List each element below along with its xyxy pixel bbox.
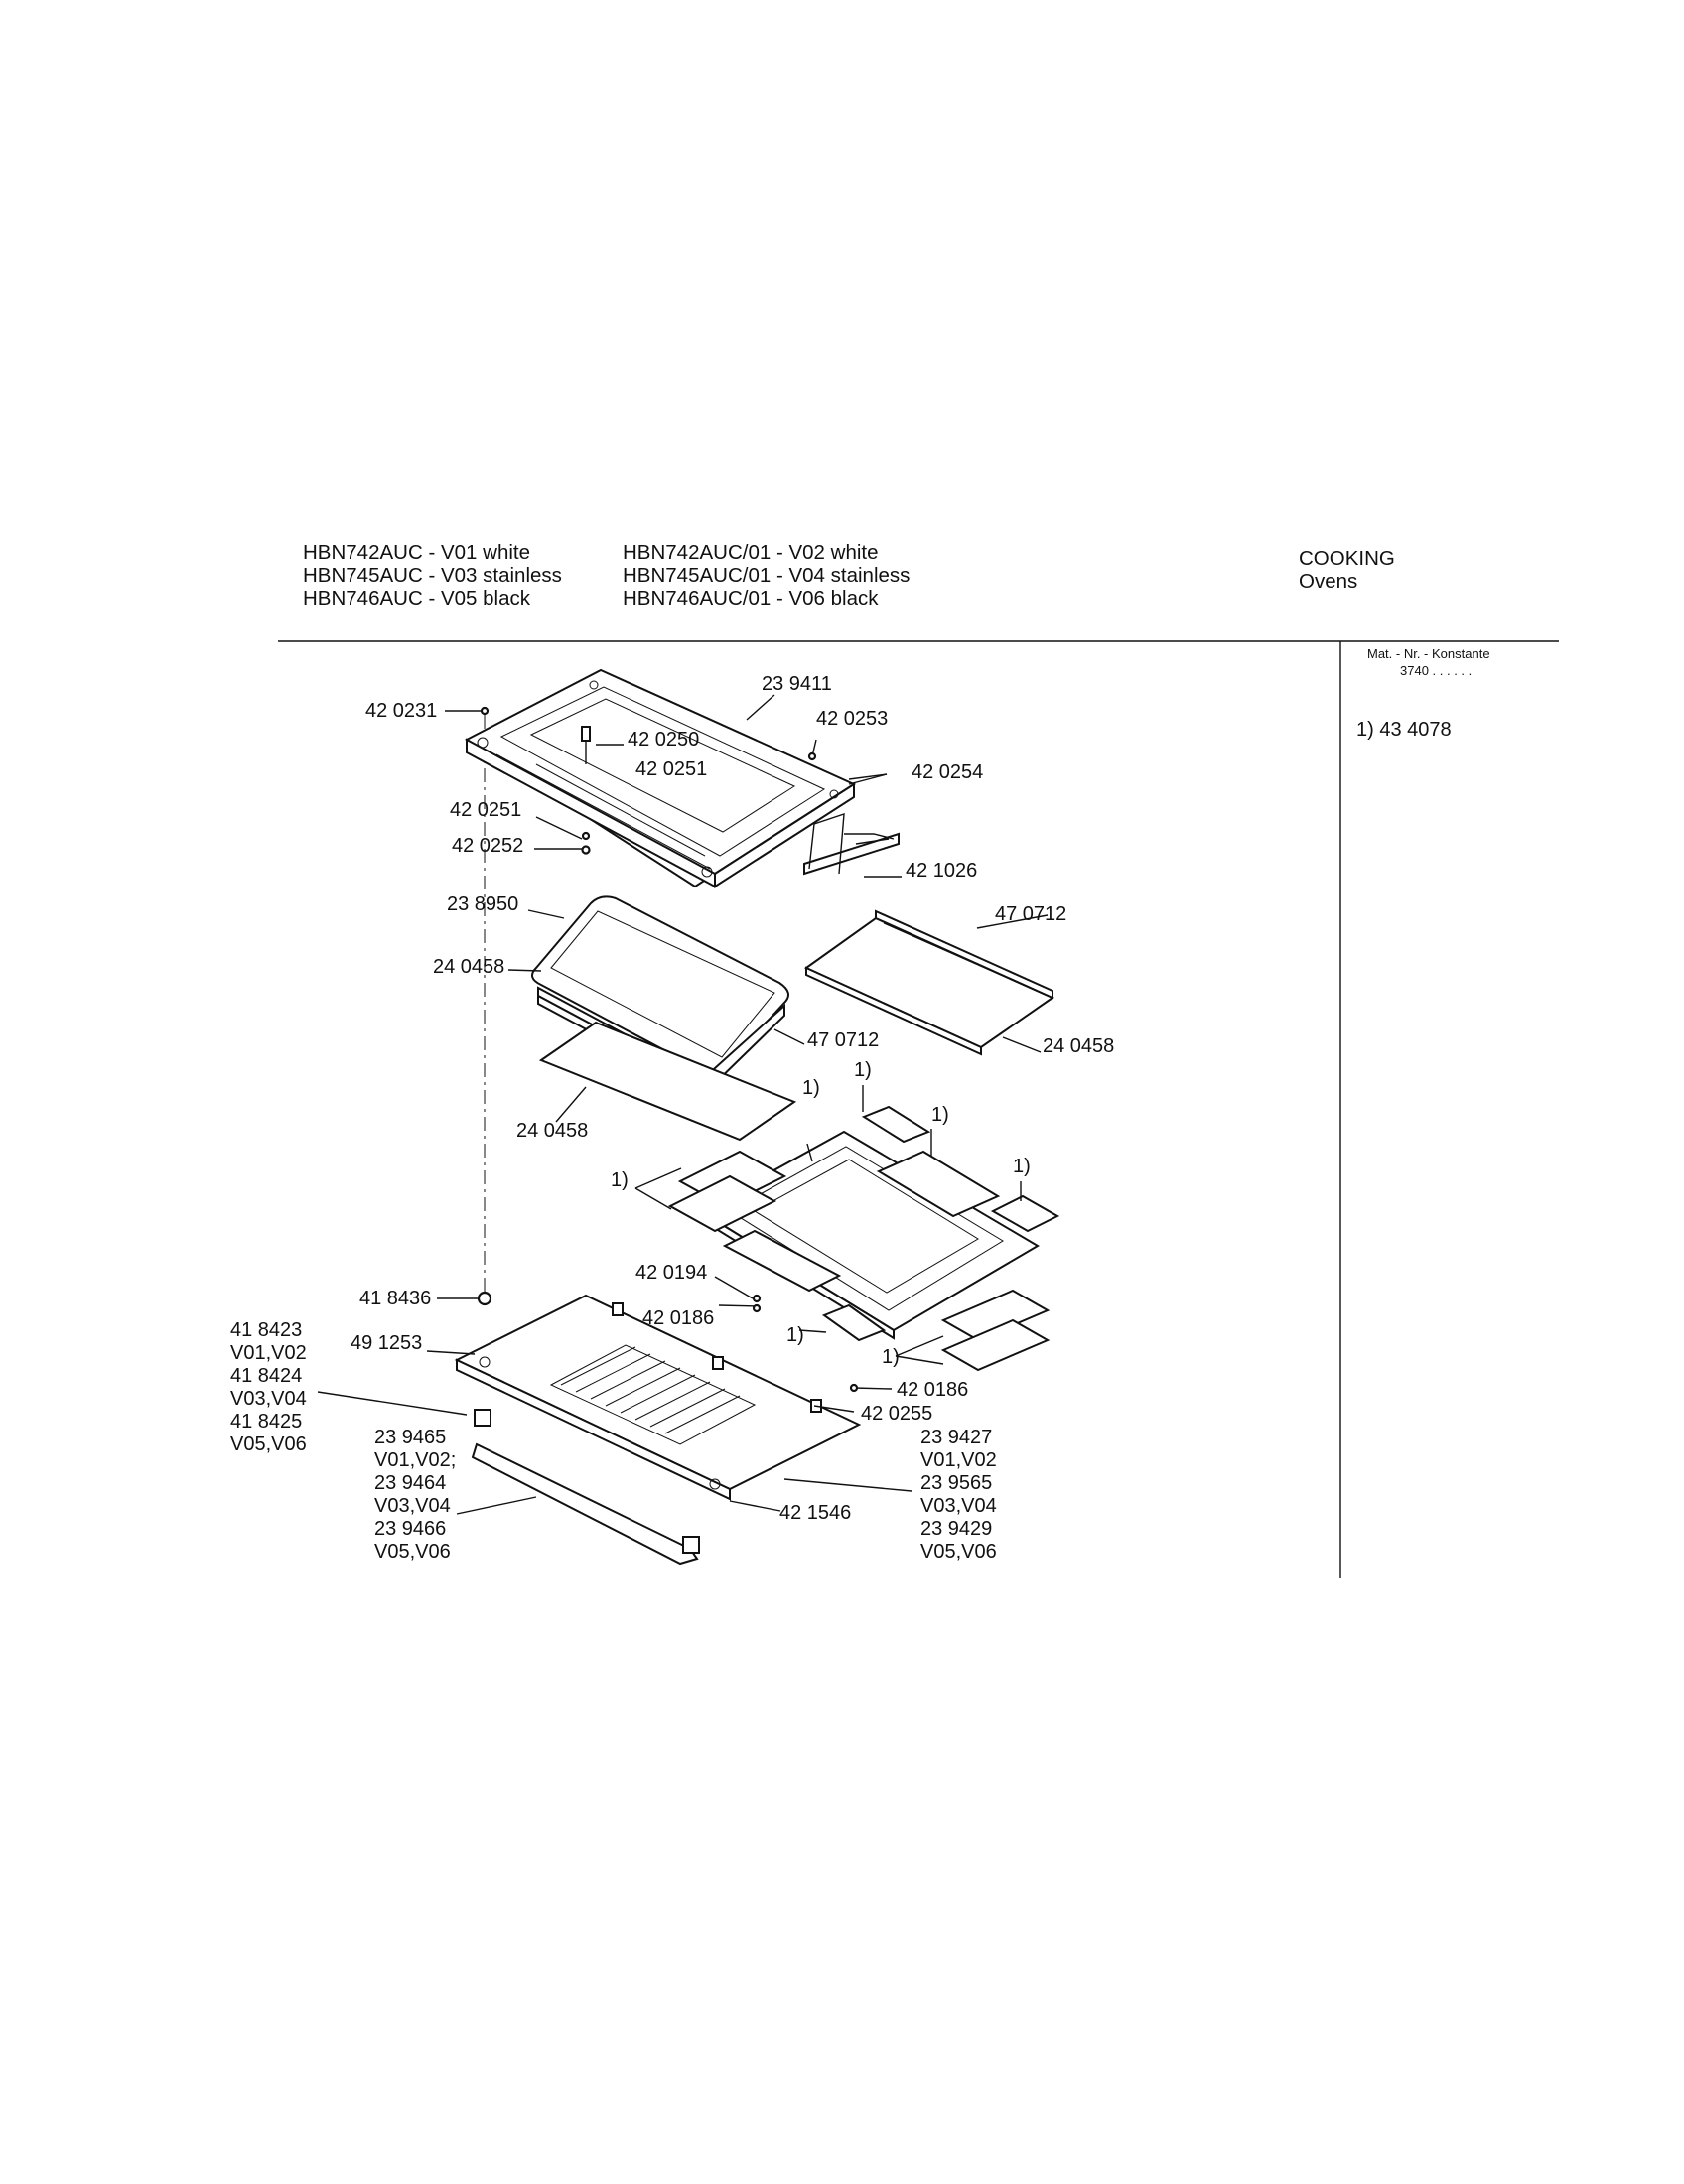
note-marker: 1) [854, 1059, 872, 1081]
group-line: V05,V06 [374, 1541, 451, 1563]
callout-420194: 42 0194 [635, 1262, 708, 1284]
callout-420255: 42 0255 [861, 1403, 933, 1425]
group-line: 41 8423 [230, 1319, 303, 1341]
glass-pane-right [804, 909, 1055, 1056]
group-line: 23 9464 [374, 1472, 447, 1494]
sidebar-note: 1) 43 4078 [1356, 719, 1452, 741]
group-line: V03,V04 [230, 1388, 307, 1410]
vent-grille [560, 1346, 741, 1434]
callout-240458-lower: 24 0458 [516, 1120, 589, 1142]
leader-lines [317, 694, 1049, 1515]
group-line: 23 9427 [920, 1427, 993, 1448]
group-line: V03,V04 [374, 1495, 451, 1517]
callout-420251-top: 42 0251 [635, 758, 708, 780]
group-line: V01,V02; [374, 1449, 457, 1471]
callout-418436: 41 8436 [359, 1288, 432, 1309]
callout-420251: 42 0251 [450, 799, 522, 821]
note-marker: 1) [611, 1169, 629, 1191]
callout-470712-right: 47 0712 [995, 903, 1067, 925]
callout-420231: 42 0231 [365, 700, 438, 722]
door-hinge [803, 813, 900, 876]
group-line: 41 8425 [230, 1411, 303, 1433]
note-marker: 1) [802, 1077, 820, 1099]
group-line: V03,V04 [920, 1495, 997, 1517]
group-line: V05,V06 [920, 1541, 997, 1563]
callout-491253: 49 1253 [351, 1332, 423, 1354]
note-marker: 1) [1013, 1156, 1031, 1177]
group-line: 23 9465 [374, 1427, 447, 1448]
callout-240458-right: 24 0458 [1043, 1035, 1115, 1057]
callout-420252: 42 0252 [452, 835, 524, 857]
callout-421026: 42 1026 [906, 860, 978, 882]
group-line: V05,V06 [230, 1433, 307, 1455]
callout-238950: 23 8950 [447, 893, 519, 915]
model-line: HBN746AUC - V05 black [303, 587, 531, 610]
sidebar-constant: 3740 . . . . . . [1400, 663, 1473, 678]
callout-421546: 42 1546 [779, 1502, 852, 1524]
group-line: 23 9466 [374, 1518, 447, 1540]
callout-239411: 23 9411 [762, 673, 832, 695]
group-line: 23 9429 [920, 1518, 993, 1540]
subcategory-title: Ovens [1299, 570, 1358, 593]
door-bottom-panel [454, 1294, 862, 1501]
category-title: COOKING [1299, 547, 1395, 570]
callout-420250: 42 0250 [628, 729, 700, 751]
model-line: HBN745AUC/01 - V04 stainless [623, 564, 911, 587]
model-line: HBN745AUC - V03 stainless [303, 564, 562, 587]
callout-420253: 42 0253 [816, 708, 889, 730]
group-line: V01,V02 [230, 1342, 307, 1364]
note-marker: 1) [786, 1324, 804, 1346]
sidebar-heading: Mat. - Nr. - Konstante [1367, 646, 1490, 661]
callout-420186-upper: 42 0186 [642, 1307, 715, 1329]
model-line: HBN746AUC/01 - V06 black [623, 587, 879, 610]
group-line: 41 8424 [230, 1365, 303, 1387]
group-line: V01,V02 [920, 1449, 997, 1471]
model-line: HBN742AUC - V01 white [303, 541, 531, 564]
glass-stack-left [531, 895, 797, 1142]
fastener-points [477, 706, 859, 1393]
group-line: 23 9565 [920, 1472, 993, 1494]
insulation-pads [667, 1105, 1060, 1372]
note-marker: 1) [931, 1104, 949, 1126]
note-marker: 1) [882, 1346, 900, 1368]
door-handle [471, 1409, 700, 1566]
callout-420254: 42 0254 [912, 761, 984, 783]
door-top-frame [465, 668, 857, 888]
callout-240458-left: 24 0458 [433, 956, 505, 978]
model-line: HBN742AUC/01 - V02 white [623, 541, 879, 564]
callout-420186-lower: 42 0186 [897, 1379, 969, 1401]
callout-470712-center: 47 0712 [807, 1029, 880, 1051]
